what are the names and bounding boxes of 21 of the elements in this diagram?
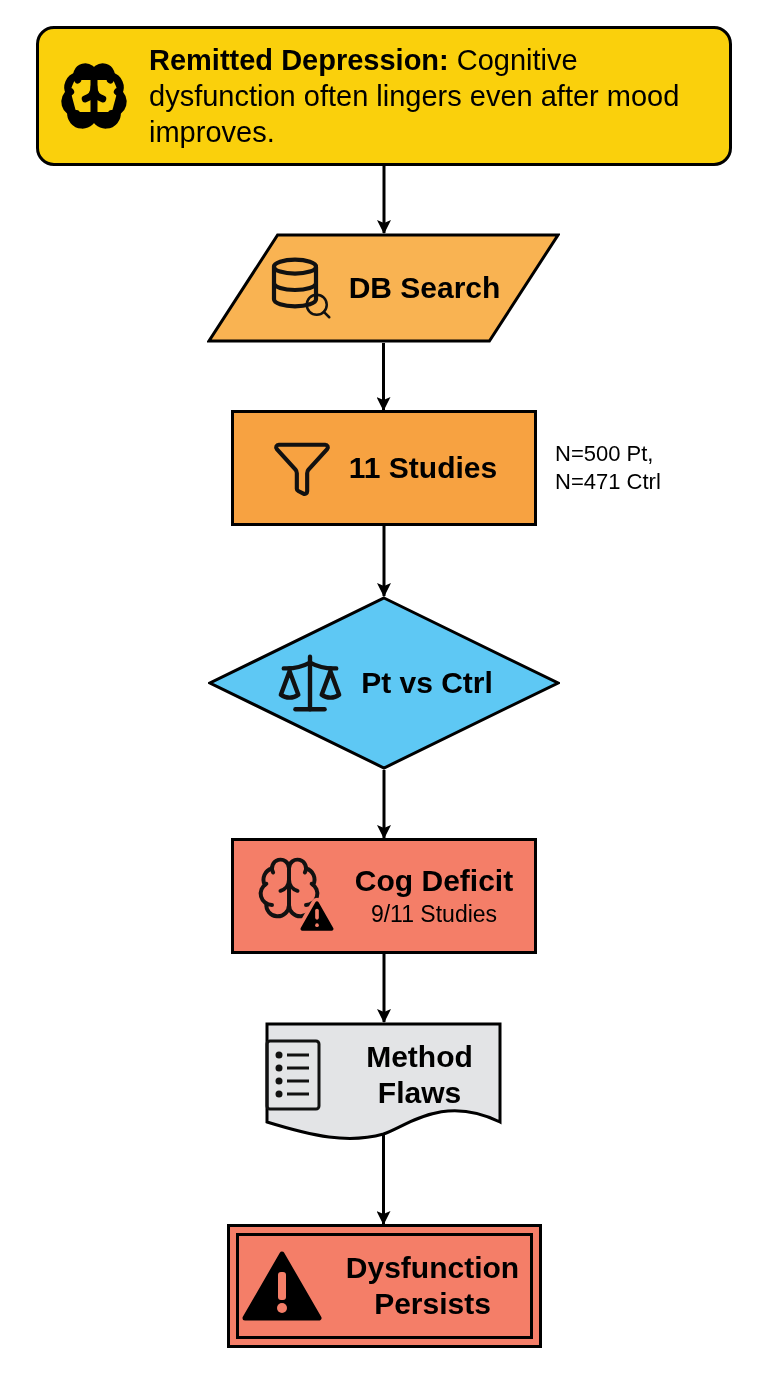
arrow: [377, 526, 391, 597]
node-title: Cog Deficit: [354, 863, 514, 899]
process-box: [231, 410, 537, 526]
summary-banner: [36, 26, 732, 166]
arrow: [377, 770, 391, 839]
input-parallelogram: [207, 233, 560, 343]
arrow: [376, 1134, 391, 1225]
node-title: Method Flaws: [365, 1039, 474, 1111]
sample-size-note: N=500 Pt, N=471 Ctrl: [555, 440, 662, 496]
arrow: [377, 166, 391, 234]
summary-text: Remitted Depression: Cognitive dysfunction often lingers even after mood improves.: [149, 43, 681, 150]
process-box: [231, 838, 537, 954]
node-title: Dysfunction Persists: [344, 1250, 521, 1322]
arrow: [376, 343, 391, 411]
node-subtitle: 9/11 Studies: [370, 900, 498, 929]
conclusion-box: [227, 1224, 542, 1348]
arrow: [377, 954, 391, 1023]
node-title: 11 Studies: [348, 450, 498, 486]
node-title: Pt vs Ctrl: [361, 665, 493, 701]
decision-diamond: [208, 596, 560, 770]
node-title: DB Search: [348, 270, 501, 306]
